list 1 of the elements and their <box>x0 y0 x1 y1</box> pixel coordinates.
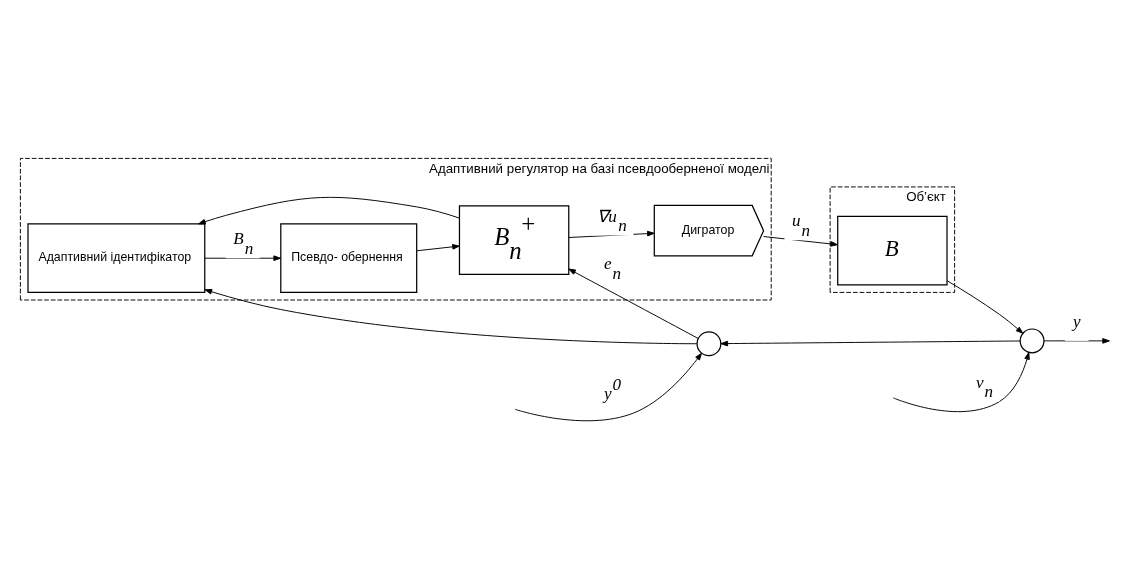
edge-label: y <box>1072 311 1081 331</box>
